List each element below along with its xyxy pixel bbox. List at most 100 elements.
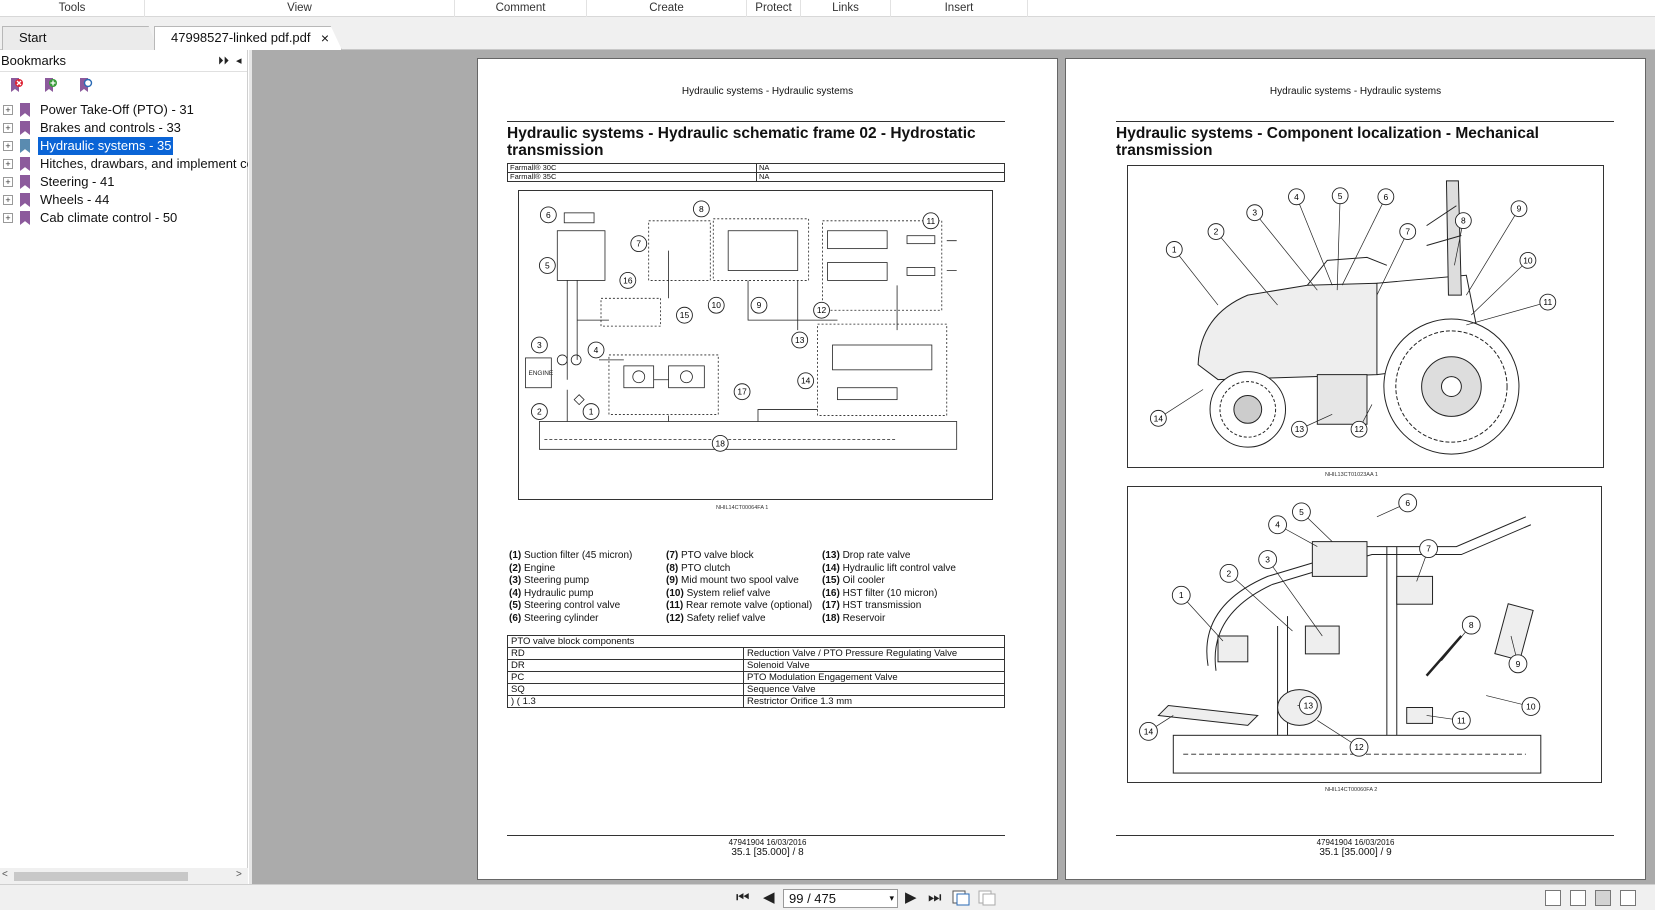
- first-page-icon[interactable]: ⏮: [736, 889, 750, 906]
- footer-code: 47941904 16/03/2016: [728, 838, 807, 847]
- figure-1-caption: NHIL13CT01023AA 1: [1325, 472, 1378, 478]
- callout-circle: [1419, 539, 1438, 558]
- expand-icon[interactable]: +: [3, 177, 13, 187]
- callout-label: 11: [926, 216, 935, 226]
- chevron-down-icon[interactable]: ▾: [889, 893, 894, 903]
- bookmark-icon: [20, 157, 30, 171]
- callout-circle: [1149, 409, 1167, 427]
- legend-number: (1): [509, 550, 522, 561]
- callout-label: 10: [1526, 701, 1536, 711]
- menu-view[interactable]: View: [145, 0, 455, 17]
- previous-view-icon[interactable]: [952, 890, 970, 906]
- menu-create[interactable]: Create: [587, 0, 747, 17]
- header-rule: [1116, 121, 1614, 122]
- page-number-input[interactable]: 99 / 475 ▾: [783, 889, 898, 908]
- expand-icon[interactable]: +: [3, 123, 13, 133]
- callout-circle: [676, 306, 693, 324]
- continuous-facing-view-icon[interactable]: [1620, 890, 1636, 906]
- previous-page-icon[interactable]: ◀: [763, 889, 775, 906]
- bookmark-item[interactable]: +Steering - 41: [0, 173, 248, 191]
- bookmark-icon: [20, 139, 30, 153]
- bookmarks-panel: Bookmarks ⏵⏵ ◂ +Power Take-Off (PTO) - 3…: [0, 50, 248, 884]
- continuous-view-icon[interactable]: [1570, 890, 1586, 906]
- callout-circle: [797, 372, 815, 390]
- legend-number: (10): [666, 587, 684, 599]
- legend-number: (8): [666, 562, 679, 574]
- legend-entry: (11) Rear remote valve (optional): [666, 600, 812, 613]
- delete-bookmark-icon[interactable]: [8, 77, 24, 93]
- facing-view-icon[interactable]: [1595, 890, 1611, 906]
- component-code: RD: [507, 647, 744, 660]
- scroll-left-icon[interactable]: <: [2, 869, 8, 880]
- bookmark-item-selected[interactable]: +Hydraulic systems - 35: [0, 137, 248, 155]
- callout-circle: [1461, 615, 1481, 635]
- legend-column-1: (1) Suction filter (45 micron)(2) Engine…: [509, 550, 632, 626]
- bookmark-item[interactable]: + Cab climate control - 50: [0, 209, 248, 227]
- expand-icon[interactable]: +: [3, 195, 13, 205]
- bookmarks-title: Bookmarks: [1, 53, 67, 68]
- tab-document[interactable]: 47998527-linked pdf.pdf ×: [154, 26, 342, 50]
- callout-label: 14: [801, 376, 811, 386]
- panel-splitter[interactable]: [249, 50, 252, 884]
- legend-entry: (1) Suction filter (45 micron): [509, 550, 632, 563]
- menu-comment[interactable]: Comment: [455, 0, 587, 17]
- callout-circle: [538, 257, 556, 274]
- legend-entry: (14) Hydraulic lift control valve: [822, 563, 956, 576]
- bookmark-item[interactable]: +Brakes and controls - 33: [0, 119, 248, 137]
- callout-label: 9: [757, 300, 762, 310]
- callout-circle: [1258, 550, 1278, 569]
- callout-circle: [733, 383, 751, 401]
- next-page-icon[interactable]: ▶: [905, 889, 917, 906]
- collapse-panel-icon[interactable]: ◂: [236, 55, 242, 67]
- tab-bar: Start 47998527-linked pdf.pdf ×: [0, 17, 1655, 50]
- expand-icon[interactable]: +: [3, 141, 13, 151]
- callout-circle: [630, 235, 648, 253]
- callout-label: 12: [1354, 742, 1364, 752]
- component-desc: Solenoid Valve: [743, 659, 1005, 672]
- document-viewer: Hydraulic systems - Hydraulic systems Hy…: [252, 50, 1655, 884]
- menu-tools[interactable]: Tools: [0, 0, 145, 17]
- footer-rule: [507, 835, 1005, 836]
- legend-text: HST transmission: [839, 600, 922, 612]
- expand-panel-icon[interactable]: ⏵⏵: [218, 55, 229, 67]
- expand-icon[interactable]: +: [3, 105, 13, 115]
- page-9: Hydraulic systems - Hydraulic systems Hy…: [1065, 58, 1646, 880]
- close-icon[interactable]: ×: [320, 30, 329, 46]
- callout-circle: [1377, 188, 1395, 206]
- next-view-icon[interactable]: [978, 890, 996, 906]
- bookmark-item[interactable]: + Hitches, drawbars, and implement coupli…: [0, 155, 248, 173]
- title-line-1: Hydraulic systems - Component localizati…: [1116, 125, 1539, 142]
- menu-insert[interactable]: Insert: [891, 0, 1028, 17]
- callout-label: 4: [1275, 520, 1280, 530]
- scrollbar-thumb[interactable]: [14, 872, 188, 881]
- tab-start[interactable]: Start: [2, 26, 158, 50]
- legend-entry: (17) HST transmission: [822, 600, 956, 613]
- callout-leader: [1296, 196, 1333, 286]
- menu-protect[interactable]: Protect: [747, 0, 801, 17]
- callout-circle: [1139, 721, 1158, 741]
- expand-icon[interactable]: +: [3, 159, 13, 169]
- callout-circle: [1454, 212, 1472, 230]
- bookmark-item[interactable]: +Wheels - 44: [0, 191, 248, 209]
- add-bookmark-icon[interactable]: [42, 77, 58, 93]
- find-bookmark-icon[interactable]: [77, 77, 93, 93]
- legend-number: (7): [666, 550, 679, 561]
- last-page-icon[interactable]: ⏭: [928, 889, 942, 906]
- expand-icon[interactable]: +: [3, 213, 13, 223]
- callout-circle: [539, 206, 557, 224]
- sidebar-hscrollbar[interactable]: < >: [0, 868, 248, 884]
- legend-entry: (9) Mid mount two spool valve: [666, 575, 812, 588]
- legend-text: Steering cylinder: [521, 612, 599, 624]
- bookmark-item[interactable]: +Power Take-Off (PTO) - 31: [0, 101, 248, 119]
- scroll-right-icon[interactable]: >: [236, 869, 242, 880]
- single-page-view-icon[interactable]: [1545, 890, 1561, 906]
- callout-label: 8: [1469, 620, 1474, 630]
- callout-circle: [1451, 711, 1471, 730]
- bookmark-label: Cab climate control - 50: [40, 210, 178, 225]
- legend-entry: (2) Engine: [509, 563, 632, 576]
- callout-label: 3: [537, 340, 542, 350]
- menu-links[interactable]: Links: [801, 0, 891, 17]
- callout-label: 11: [1457, 715, 1466, 725]
- bookmark-label: Hitches, drawbars, and implement couplin…: [40, 156, 248, 171]
